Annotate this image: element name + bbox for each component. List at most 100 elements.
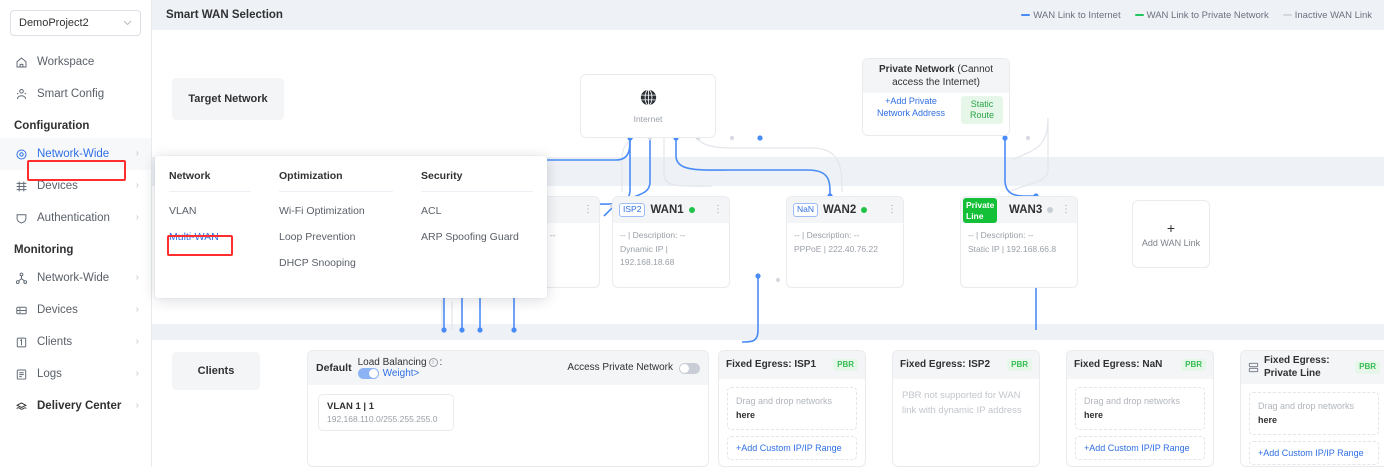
- sidebar-item-label: Authentication: [37, 212, 110, 224]
- dropzone-text: Drag and drop networks: [736, 396, 833, 406]
- page-title: Smart WAN Selection: [166, 9, 283, 21]
- egress-dropzone[interactable]: Drag and drop networks here: [1075, 387, 1205, 430]
- legend-label: WAN Link to Private Network: [1146, 9, 1269, 21]
- add-wan-link-button[interactable]: + Add WAN Link: [1132, 200, 1210, 268]
- home-icon: [14, 55, 28, 69]
- default-policy-card: Default Load Balancing i : Weight>: [307, 350, 709, 467]
- add-private-network-address-link[interactable]: +Add Private Network Address: [876, 96, 946, 118]
- load-balancing-label-row: Load Balancing i :: [358, 357, 443, 369]
- project-selector[interactable]: DemoProject2: [10, 10, 141, 36]
- logs-icon: [14, 367, 28, 381]
- static-route-chip[interactable]: Static Route: [961, 96, 1003, 124]
- kebab-menu-icon[interactable]: ⋮: [1061, 204, 1071, 215]
- status-dot-online: [861, 207, 868, 213]
- default-policy-header: Default Load Balancing i : Weight>: [308, 351, 708, 385]
- legend-label: Inactive WAN Link: [1294, 9, 1372, 21]
- wan-card-header: NaN WAN2 ⋮: [787, 197, 903, 223]
- menu-item-loop-prevention[interactable]: Loop Prevention: [279, 231, 356, 243]
- chevron-right-icon: ›: [135, 148, 139, 159]
- load-balancing-label: Load Balancing: [357, 356, 427, 368]
- info-icon[interactable]: i: [428, 357, 438, 367]
- sidebar-item-logs[interactable]: Logs ›: [0, 358, 151, 390]
- network-wide-mega-menu: Network VLAN Multi-WAN Optimization Wi-F…: [155, 156, 547, 298]
- kebab-menu-icon[interactable]: ⋮: [887, 204, 897, 215]
- mega-column-security: Security ACL ARP Spoofing Guard: [407, 170, 547, 288]
- row-label-target-network: Target Network: [172, 78, 284, 120]
- egress-card-header: Fixed Egress: ISP1 PBR: [719, 351, 865, 379]
- mega-column-header: Security: [421, 170, 533, 192]
- menu-item-multi-wan[interactable]: Multi-WAN: [169, 231, 219, 243]
- chevron-down-icon: [123, 18, 132, 28]
- sidebar-item-network-wide-config[interactable]: Network-Wide ›: [0, 138, 151, 170]
- wan-card-name: WAN1: [650, 204, 684, 216]
- wan-card-body: -- | Description: -- Dynamic IP | 192.16…: [613, 223, 729, 278]
- globe-gear-icon: [14, 147, 28, 161]
- sidebar-section-monitoring: Monitoring: [14, 244, 74, 256]
- pbr-badge: PBR: [1181, 358, 1206, 372]
- egress-dropzone[interactable]: Drag and drop networks here: [727, 387, 857, 430]
- sidebar-item-delivery-center[interactable]: Delivery Center ›: [0, 390, 151, 422]
- band-separator-2: [152, 324, 1384, 340]
- wan-card-wan3[interactable]: Private Line WAN3 ⋮ -- | Description: --…: [960, 196, 1078, 288]
- legend: WAN Link to Internet WAN Link to Private…: [1021, 10, 1372, 21]
- row-label-clients: Clients: [172, 352, 260, 390]
- menu-item-acl[interactable]: ACL: [421, 205, 442, 217]
- dropzone-bold: here: [736, 409, 756, 420]
- add-custom-ip-range-link[interactable]: +Add Custom IP/IP Range: [1249, 441, 1379, 465]
- device-rack-icon: [14, 303, 28, 317]
- isp-chip: ISP2: [619, 203, 646, 217]
- plus-icon: +: [1166, 219, 1176, 236]
- egress-dropzone[interactable]: Drag and drop networks here: [1249, 392, 1379, 435]
- egress-title: Fixed Egress: ISP2: [900, 358, 991, 370]
- wan-card-body: -- | Description: -- Static IP | 192.168…: [961, 223, 1077, 264]
- chevron-right-icon: ›: [135, 400, 139, 411]
- wan-card-body: -- | Description: -- PPPoE | 222.40.76.2…: [787, 223, 903, 264]
- legend-item-private: WAN Link to Private Network: [1134, 9, 1269, 21]
- chevron-right-icon: ›: [135, 272, 139, 283]
- wan-card-description: -- | Description: --: [794, 230, 860, 240]
- add-custom-ip-range-link[interactable]: +Add Custom IP/IP Range: [727, 436, 857, 460]
- sidebar-item-workspace[interactable]: Workspace: [0, 46, 151, 78]
- egress-title: Fixed Egress: Private Line: [1264, 355, 1330, 379]
- menu-item-arp-spoofing-guard[interactable]: ARP Spoofing Guard: [421, 231, 519, 243]
- mega-column-network: Network VLAN Multi-WAN: [155, 170, 265, 288]
- kebab-menu-icon[interactable]: ⋮: [583, 204, 593, 215]
- sidebar-section-configuration: Configuration: [14, 120, 90, 132]
- mega-column-header: Network: [169, 170, 251, 192]
- chevron-right-icon: ›: [135, 304, 139, 315]
- egress-title: Fixed Egress: ISP1: [726, 358, 817, 370]
- sidebar-item-authentication[interactable]: Authentication ›: [0, 202, 151, 234]
- status-dot-offline: [1047, 207, 1054, 213]
- wan-card-name: WAN3: [1009, 204, 1043, 216]
- chevron-right-icon: ›: [135, 212, 139, 223]
- kebab-menu-icon[interactable]: ⋮: [713, 204, 723, 215]
- sidebar-item-label: Network-Wide: [37, 272, 110, 284]
- sidebar-item-label: Logs: [37, 368, 62, 380]
- sidebar-item-label: Smart Config: [37, 88, 105, 100]
- legend-label: WAN Link to Internet: [1033, 9, 1121, 21]
- egress-card-nan: Fixed Egress: NaN PBR Drag and drop netw…: [1066, 350, 1214, 467]
- load-balancing-toggle[interactable]: [357, 368, 379, 380]
- wan-card-description: -- | Description: --: [968, 230, 1034, 240]
- internet-label: Internet: [633, 113, 663, 124]
- menu-item-wifi-optimization[interactable]: Wi-Fi Optimization: [279, 205, 365, 217]
- internet-node[interactable]: Internet: [580, 74, 716, 138]
- sidebar-item-devices-monitor[interactable]: Devices ›: [0, 294, 151, 326]
- sidebar-item-clients[interactable]: Clients ›: [0, 326, 151, 358]
- band-target-network: [152, 30, 1384, 158]
- vlan-item[interactable]: VLAN 1 | 1 192.168.110.0/255.255.255.0: [318, 394, 454, 431]
- wan-card-detail: PPPoE | 222.40.76.22: [794, 243, 878, 254]
- sidebar-item-devices-config[interactable]: Devices ›: [0, 170, 151, 202]
- add-custom-ip-range-link[interactable]: +Add Custom IP/IP Range: [1075, 436, 1205, 460]
- sidebar-item-label: Devices: [37, 180, 78, 192]
- sidebar-item-smart-config[interactable]: Smart Config: [0, 78, 151, 110]
- sidebar-item-network-wide-monitor[interactable]: Network-Wide ›: [0, 262, 151, 294]
- menu-item-dhcp-snooping[interactable]: DHCP Snooping: [279, 257, 356, 269]
- page-header: Smart WAN Selection WAN Link to Internet…: [152, 0, 1384, 30]
- menu-item-vlan[interactable]: VLAN: [169, 205, 197, 217]
- vlan-subnet: 192.168.110.0/255.255.255.0: [327, 414, 438, 424]
- wan-card-wan2[interactable]: NaN WAN2 ⋮ -- | Description: -- PPPoE | …: [786, 196, 904, 288]
- wan-card-wan1[interactable]: ISP2 WAN1 ⋮ -- | Description: -- Dynamic…: [612, 196, 730, 288]
- access-private-network-toggle[interactable]: [679, 362, 700, 374]
- weight-link[interactable]: Weight>: [382, 368, 420, 379]
